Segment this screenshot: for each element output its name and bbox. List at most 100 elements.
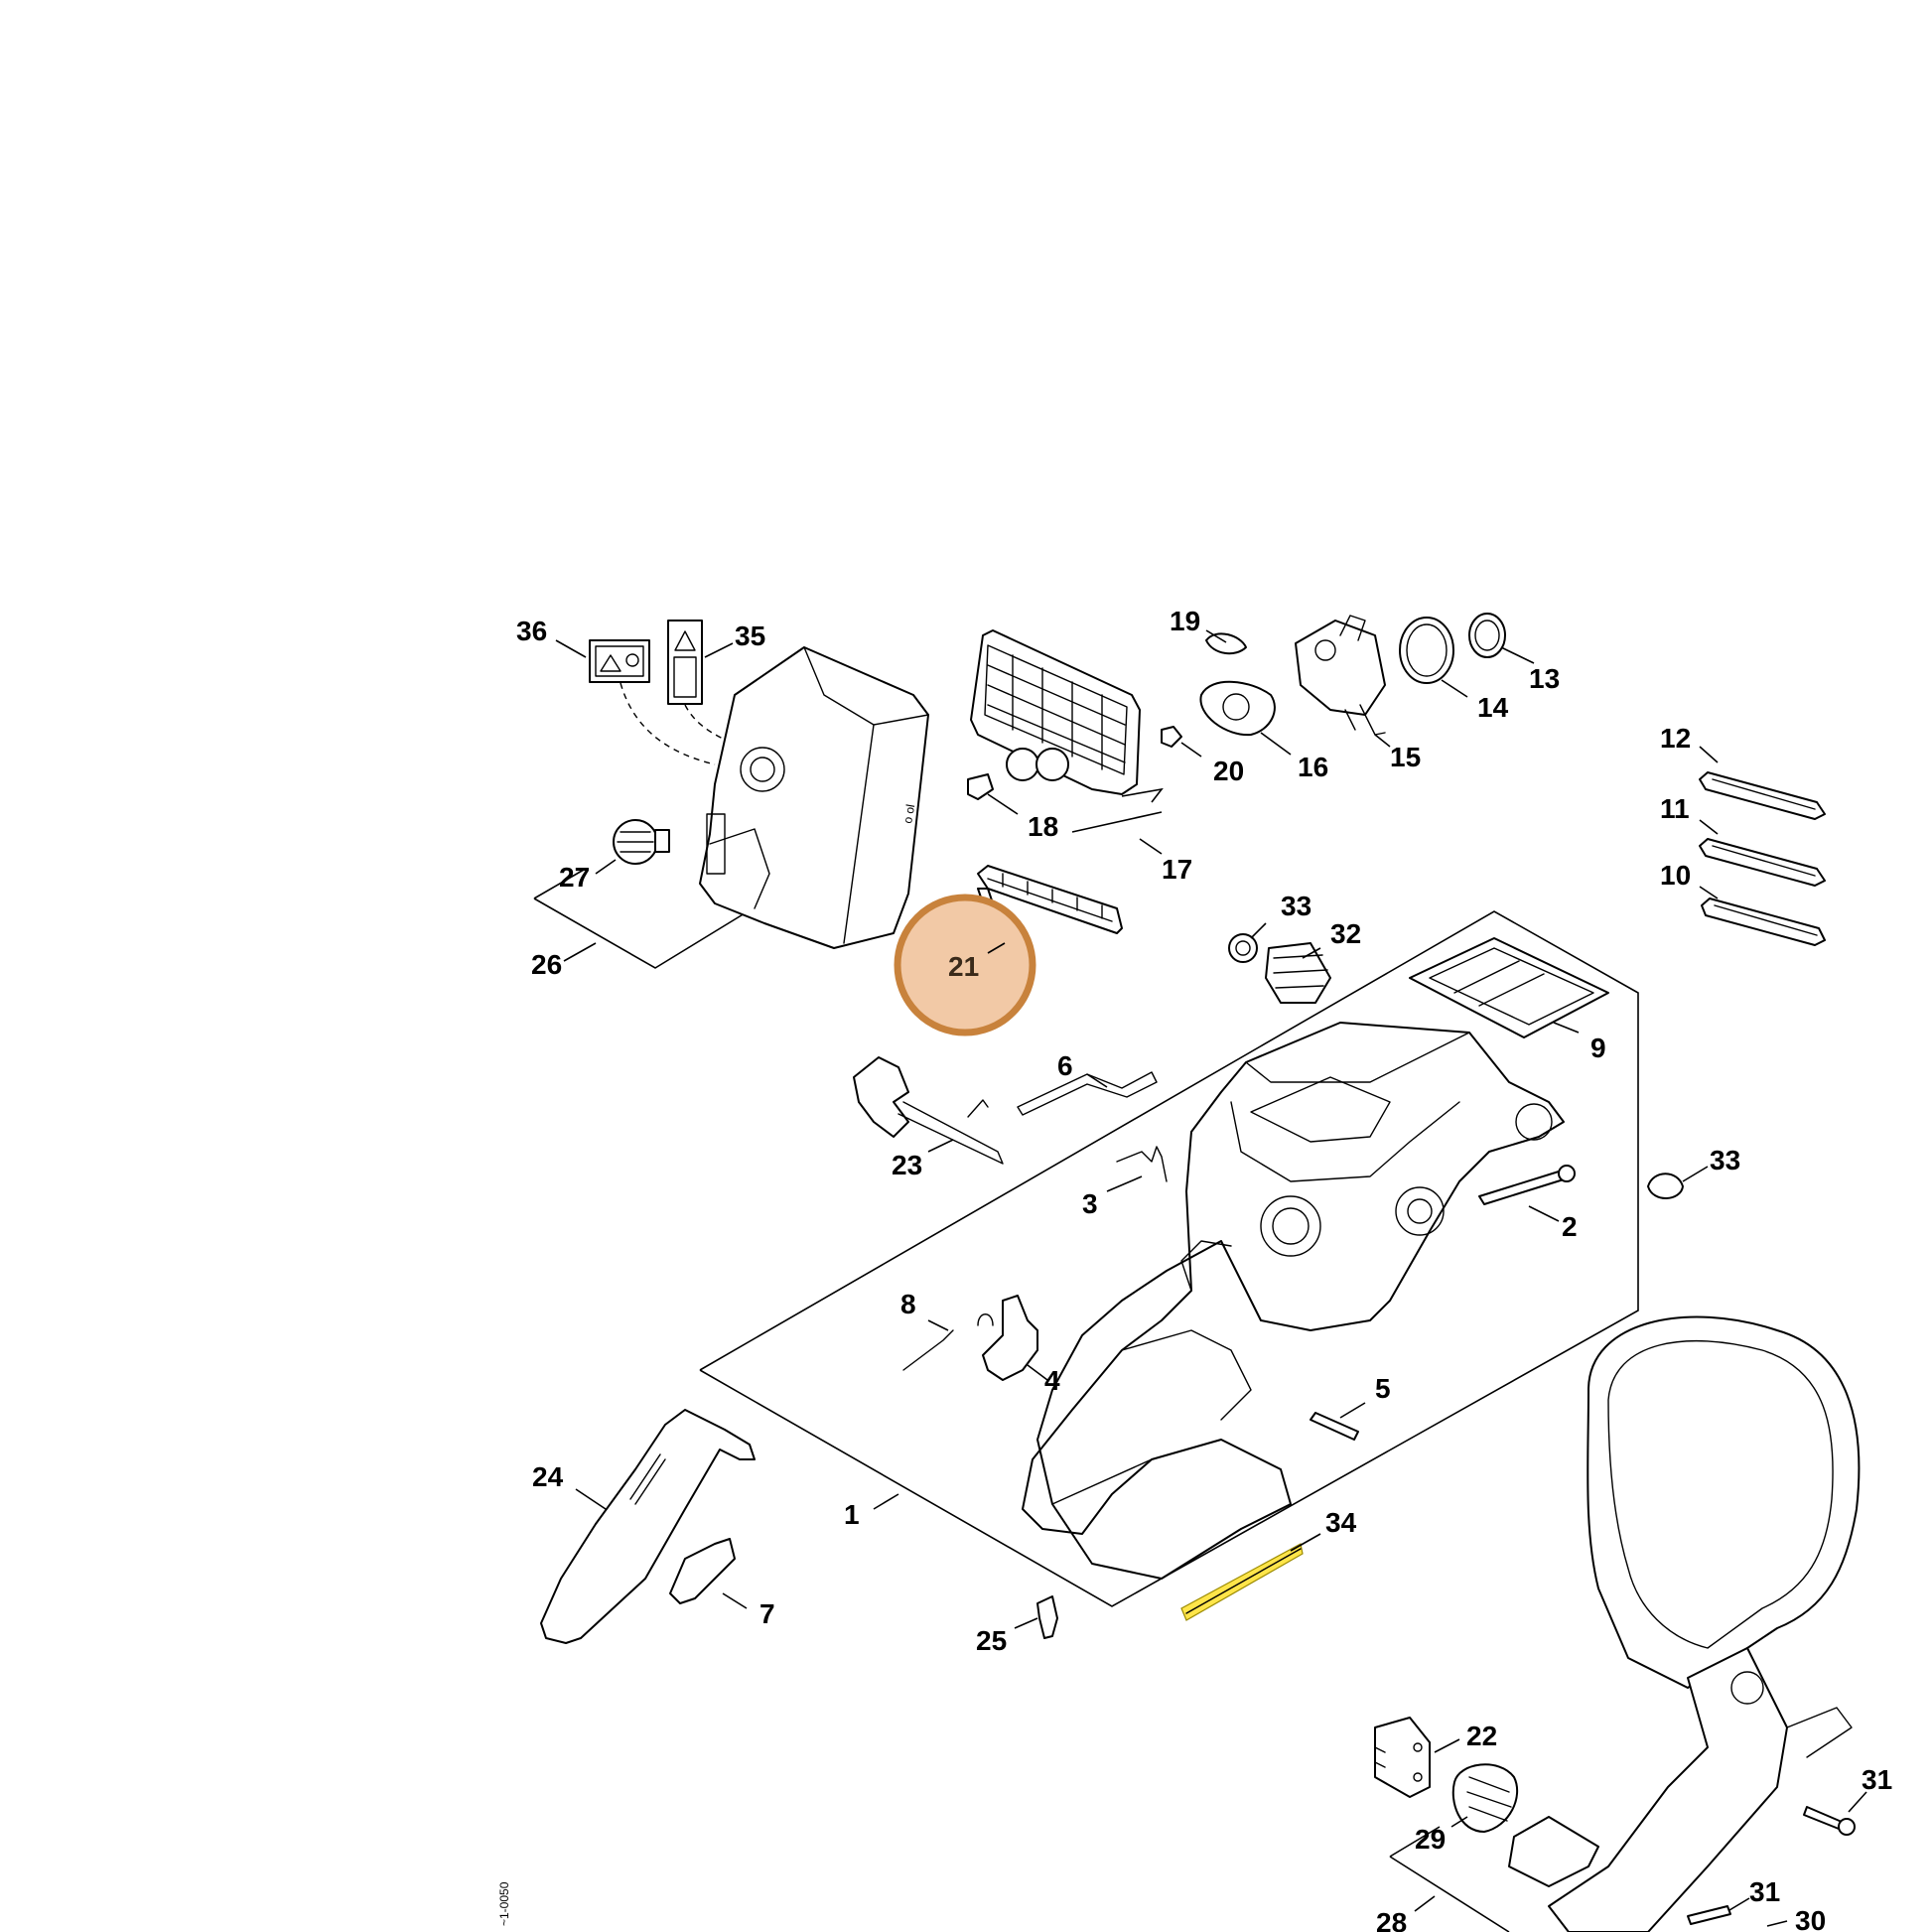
svg-text:o ol: o ol bbox=[900, 803, 917, 824]
callout-12[interactable]: 12 bbox=[1660, 723, 1691, 754]
callout-36[interactable]: 36 bbox=[516, 616, 547, 646]
callout-32[interactable]: 32 bbox=[1330, 918, 1361, 949]
callout-33-upper[interactable]: 33 bbox=[1281, 891, 1311, 921]
screw-31-lower bbox=[1687, 1905, 1731, 1925]
leader-19 bbox=[1205, 629, 1227, 643]
callout-10[interactable]: 10 bbox=[1660, 860, 1691, 891]
callout-27[interactable]: 27 bbox=[559, 862, 590, 893]
leader-21 bbox=[987, 942, 1006, 954]
callout-22[interactable]: 22 bbox=[1466, 1721, 1497, 1751]
leader-6 bbox=[1086, 1073, 1108, 1088]
callout-3[interactable]: 3 bbox=[1082, 1188, 1098, 1219]
callout-21[interactable]: 21 bbox=[948, 951, 979, 982]
callout-29[interactable]: 29 bbox=[1415, 1824, 1446, 1855]
callout-8[interactable]: 8 bbox=[900, 1289, 916, 1319]
leader-17 bbox=[1139, 838, 1163, 855]
callout-4[interactable]: 4 bbox=[1044, 1365, 1060, 1396]
cover-knob-27 bbox=[613, 819, 670, 865]
leader-3 bbox=[1106, 1175, 1143, 1192]
diagram-reference-note: ~1-0050 bbox=[497, 1881, 511, 1926]
callout-35[interactable]: 35 bbox=[735, 621, 765, 651]
leader-14 bbox=[1441, 679, 1468, 698]
leader-29 bbox=[1450, 1816, 1468, 1828]
callout-31-lower[interactable]: 31 bbox=[1749, 1876, 1780, 1907]
leader-9 bbox=[1553, 1022, 1580, 1034]
decal-strip-34 bbox=[1180, 1543, 1304, 1621]
air-filter-17 bbox=[970, 629, 1141, 795]
leader-28 bbox=[1414, 1895, 1436, 1912]
callout-23[interactable]: 23 bbox=[892, 1150, 922, 1180]
callout-18[interactable]: 18 bbox=[1028, 811, 1058, 842]
leader-31b bbox=[1728, 1897, 1750, 1911]
callout-20[interactable]: 20 bbox=[1213, 756, 1244, 786]
callout-28[interactable]: 28 bbox=[1376, 1907, 1407, 1932]
nut-20 bbox=[1161, 726, 1182, 748]
leader-27 bbox=[595, 859, 617, 875]
screw-31-upper bbox=[1803, 1806, 1856, 1836]
buffer-29 bbox=[1451, 1763, 1519, 1833]
warning-label-35 bbox=[667, 620, 703, 705]
leader-24 bbox=[575, 1488, 607, 1510]
leader-32 bbox=[1302, 947, 1321, 959]
callout-11[interactable]: 11 bbox=[1660, 793, 1690, 824]
callout-2[interactable]: 2 bbox=[1562, 1211, 1578, 1242]
leader-35 bbox=[704, 642, 734, 658]
leader-20 bbox=[1180, 742, 1202, 758]
callout-6[interactable]: 6 bbox=[1057, 1050, 1073, 1081]
leader-4 bbox=[1027, 1364, 1048, 1381]
callout-17[interactable]: 17 bbox=[1162, 854, 1192, 885]
carburetor-15 bbox=[1295, 615, 1386, 736]
leader-10 bbox=[1699, 886, 1719, 899]
nameplate-10 bbox=[1701, 897, 1826, 946]
leader-2 bbox=[1528, 1205, 1560, 1222]
highlight-marker[interactable] bbox=[894, 894, 1036, 1036]
leader-33b bbox=[1682, 1166, 1709, 1182]
handle-group-line-2 bbox=[1389, 1826, 1441, 1858]
filter-group-line bbox=[1121, 787, 1164, 803]
spring-8 bbox=[902, 1313, 994, 1371]
housing-group-outline bbox=[699, 910, 1639, 1607]
plug-18 bbox=[967, 773, 994, 800]
callout-33-lower[interactable]: 33 bbox=[1710, 1145, 1740, 1175]
callout-7[interactable]: 7 bbox=[759, 1598, 775, 1629]
nameplate-11 bbox=[1699, 838, 1826, 887]
callout-26[interactable]: 26 bbox=[531, 949, 562, 980]
callout-16[interactable]: 16 bbox=[1298, 752, 1328, 782]
spring-3 bbox=[1116, 1146, 1168, 1182]
pin-5 bbox=[1310, 1412, 1359, 1441]
leader-26 bbox=[563, 942, 597, 962]
handle-group-line bbox=[1389, 1856, 1510, 1932]
leader-1 bbox=[873, 1493, 899, 1510]
callout-24[interactable]: 24 bbox=[532, 1461, 564, 1492]
callout-1[interactable]: 1 bbox=[844, 1499, 860, 1530]
callout-34[interactable]: 34 bbox=[1325, 1507, 1357, 1538]
leader-8 bbox=[927, 1319, 949, 1331]
bracket-22 bbox=[1374, 1717, 1431, 1798]
callout-30[interactable]: 30 bbox=[1795, 1905, 1826, 1932]
leader-16 bbox=[1260, 732, 1292, 756]
cover-group-line bbox=[533, 897, 746, 969]
callout-9[interactable]: 9 bbox=[1590, 1033, 1606, 1063]
callout-19[interactable]: 19 bbox=[1170, 606, 1200, 636]
callout-13[interactable]: 13 bbox=[1529, 663, 1560, 694]
callout-14[interactable]: 14 bbox=[1477, 692, 1509, 723]
grommet-19 bbox=[1205, 632, 1247, 655]
lever-4 bbox=[982, 1295, 1038, 1381]
leader-34 bbox=[1290, 1533, 1321, 1552]
callout-5[interactable]: 5 bbox=[1375, 1373, 1391, 1404]
label-dashed-link bbox=[620, 682, 716, 765]
callout-25[interactable]: 25 bbox=[976, 1625, 1007, 1656]
leader-5 bbox=[1339, 1402, 1366, 1419]
bolt-2 bbox=[1478, 1165, 1576, 1205]
rod-6 bbox=[1017, 1071, 1158, 1116]
leader-22 bbox=[1434, 1738, 1460, 1753]
screw-25 bbox=[1036, 1595, 1058, 1639]
handle-cover-24 bbox=[540, 1409, 756, 1644]
gasket-ring-14 bbox=[1399, 617, 1454, 684]
filter-group-line-2 bbox=[1071, 811, 1163, 833]
nameplate-12 bbox=[1699, 771, 1826, 820]
callout-15[interactable]: 15 bbox=[1390, 742, 1421, 772]
throttle-linkage-23 bbox=[853, 1056, 1004, 1165]
callout-31-upper[interactable]: 31 bbox=[1862, 1764, 1892, 1795]
